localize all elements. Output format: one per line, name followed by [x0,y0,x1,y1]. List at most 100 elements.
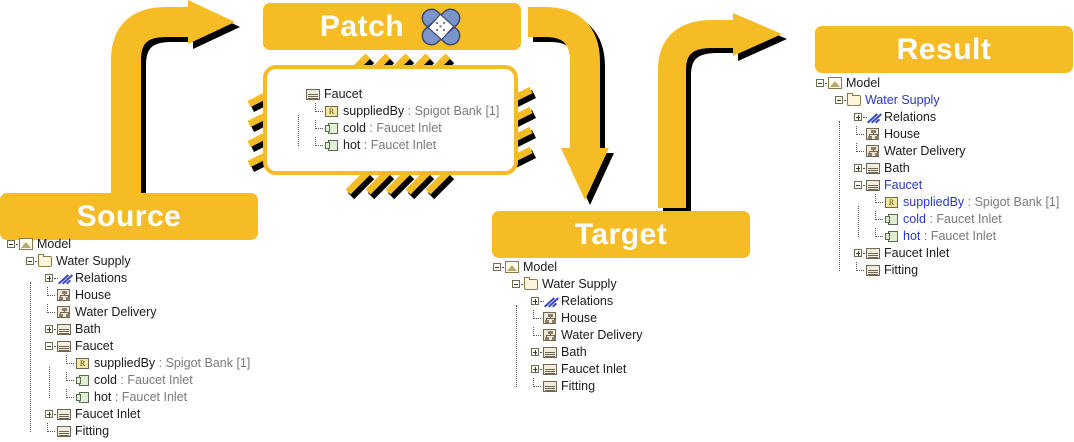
property-r-icon: R [325,104,340,119]
block-icon [866,263,881,278]
source-title: Source [76,199,182,233]
tree-row[interactable]: hot : Faucet Inlet [6,389,250,406]
tree-row[interactable]: hot : Faucet Inlet [815,228,1059,245]
folder-icon [38,254,53,269]
tree-row[interactable]: House [815,126,1059,143]
diagram-icon [866,144,881,159]
diagram-icon [543,311,558,326]
tree-row-label: Model [523,260,558,274]
tree-row[interactable]: Fitting [492,378,643,395]
tree-row-label: hot : Faucet Inlet [903,229,997,243]
tree-row[interactable]: Water Supply [815,92,1059,109]
curved-arrow-right-down-icon [528,7,614,205]
result-banner: Result [815,26,1073,73]
port-icon [885,212,900,227]
block-icon [57,424,72,439]
tree-row-label: Water Delivery [75,305,157,319]
block-icon [57,322,72,337]
block-icon [543,362,558,377]
diagram-icon [57,305,72,320]
property-r-icon: R [885,195,900,210]
tree-row[interactable]: Fitting [6,423,250,440]
tree-row-label: suppliedBy : Spigot Bank [1] [343,104,500,118]
patch-banner: Patch [263,3,521,50]
result-title: Result [896,32,992,66]
tree-row[interactable]: Model [492,259,643,276]
block-icon [866,246,881,261]
block-icon [57,339,72,354]
tree-row-label: suppliedBy : Spigot Bank [1] [903,195,1060,209]
relations-icon [866,110,882,125]
block-icon [543,379,558,394]
tree-row-label: Bath [561,345,587,359]
tree-row[interactable]: Model [815,75,1059,92]
tree-row[interactable]: House [492,310,643,327]
tree-row[interactable]: Faucet Inlet [815,245,1059,262]
tree-row[interactable]: Water Supply [6,253,250,270]
stitches-bottom [345,169,455,200]
tree-connector [30,282,32,432]
tree-row-label: Fitting [884,263,919,277]
tree-row-label: Model [37,237,72,251]
tree-row[interactable]: Bath [492,344,643,361]
tree-row[interactable]: Model [6,236,250,253]
tree-row[interactable]: Relations [6,270,250,287]
tree-row[interactable]: Water Delivery [6,304,250,321]
curved-arrow-up-right-icon-2 [658,13,787,213]
tree-row-label: Faucet Inlet [75,407,141,421]
tree-row[interactable]: Faucet [815,177,1059,194]
tree-connector [298,115,300,146]
tree-row[interactable]: cold : Faucet Inlet [6,372,250,389]
tree-row-label: Water Delivery [884,144,966,158]
tree-row[interactable]: Water Delivery [815,143,1059,160]
tree-connector [516,305,518,387]
tree-row-label: cold : Faucet Inlet [343,121,442,135]
tree-row[interactable]: Faucet Inlet [6,406,250,423]
tree-row[interactable]: Bath [6,321,250,338]
source-banner: Source [0,193,258,240]
tree-row-label: hot : Faucet Inlet [343,138,437,152]
tree-row[interactable]: House [6,287,250,304]
block-icon [866,161,881,176]
port-icon [325,121,340,136]
tree-row[interactable]: cold : Faucet Inlet [815,211,1059,228]
tree-row[interactable]: Faucet [293,86,499,103]
curved-arrow-up-right-icon [111,0,240,201]
diagram-icon [57,288,72,303]
block-icon [543,345,558,360]
tree-row[interactable]: Fitting [815,262,1059,279]
patch-title: Patch [319,9,405,43]
tree-row[interactable]: cold : Faucet Inlet [293,120,499,137]
model-icon [828,76,843,91]
block-icon [866,178,881,193]
tree-row[interactable]: hot : Faucet Inlet [293,137,499,154]
model-icon [19,237,34,252]
relations-icon [543,294,559,309]
tree-row-label: Faucet [884,178,923,192]
tree-row[interactable]: Relations [815,109,1059,126]
tree-row[interactable]: Faucet [6,338,250,355]
tree-row-label: Fitting [75,424,110,438]
tree-row[interactable]: Faucet Inlet [492,361,643,378]
tree-row-label: Faucet [324,87,363,101]
tree-row-label: Water Supply [865,93,940,107]
property-r-icon: R [76,356,91,371]
tree-row-label: Water Supply [542,277,617,291]
bandaid-icon [418,5,464,49]
tree-row-label: Water Supply [56,254,131,268]
tree-row[interactable]: Bath [815,160,1059,177]
port-icon [76,390,91,405]
block-icon [57,407,72,422]
tree-row[interactable]: Relations [492,293,643,310]
tree-row-label: cold : Faucet Inlet [94,373,193,387]
tree-row[interactable]: Water Supply [492,276,643,293]
tree-row[interactable]: Water Delivery [492,327,643,344]
